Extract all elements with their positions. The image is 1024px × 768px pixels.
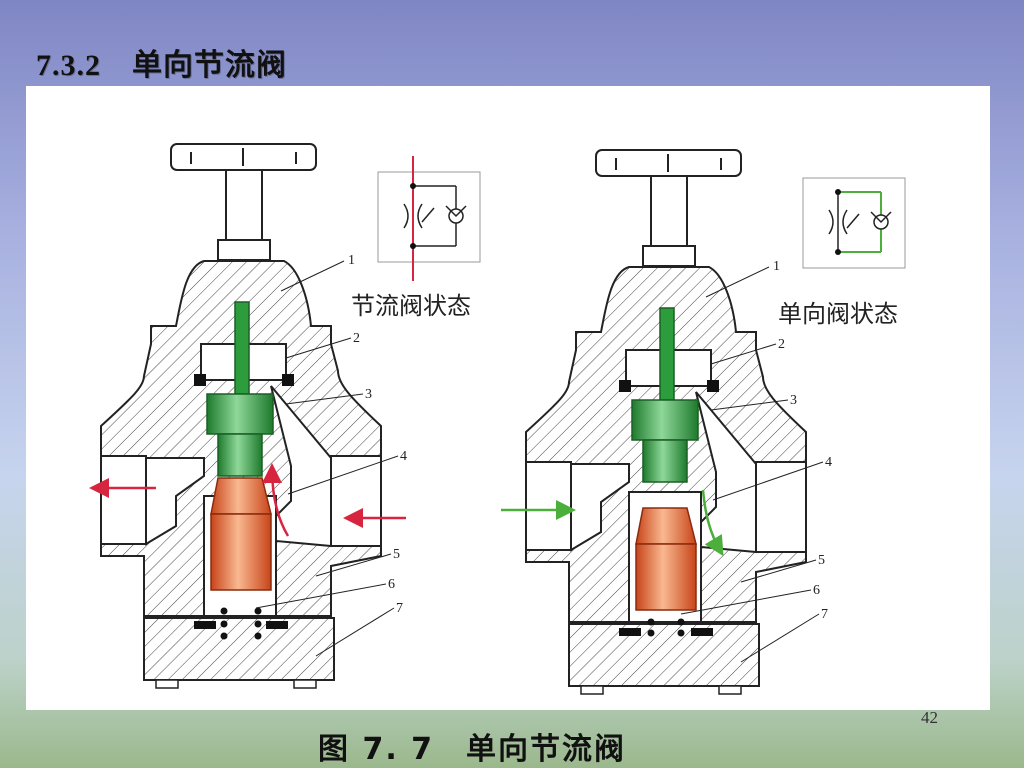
valve-diagram: 1 2 3 4 5 6 7	[89, 143, 906, 695]
part-number: 1	[348, 253, 355, 268]
diagram-panel: 1 2 3 4 5 6 7	[26, 86, 990, 710]
throttle-stem	[234, 301, 250, 395]
check-spool	[635, 507, 697, 545]
part-number: 4	[400, 449, 407, 464]
check-flow-arrow	[701, 489, 724, 557]
spring	[194, 607, 288, 640]
throttle-state-label: 节流阀状态	[351, 292, 471, 320]
spring	[619, 618, 713, 637]
page-number: 42	[921, 708, 938, 727]
check-symbol	[802, 177, 906, 269]
part-number: 3	[790, 393, 797, 408]
part-number: 5	[818, 553, 825, 568]
part-number: 7	[396, 601, 403, 616]
left-valve: 1 2 3 4 5 6 7	[89, 143, 481, 689]
bottom-cap	[568, 623, 760, 687]
throttle-symbol	[377, 156, 481, 281]
part-number: 3	[365, 387, 372, 402]
throttle-stem	[659, 307, 675, 401]
part-number: 5	[393, 547, 400, 562]
spindle	[225, 169, 263, 241]
part-number: 7	[821, 607, 828, 622]
check-spool	[210, 477, 272, 515]
part-number: 4	[825, 455, 832, 470]
figure-caption: 图 7. 7 单向节流阀	[318, 732, 627, 767]
slide-title: 7.3.2 单向节流阀	[36, 49, 287, 82]
right-valve: 1 2 3 4 5 6 7	[501, 149, 906, 695]
part-number: 2	[353, 331, 360, 346]
part-number: 2	[778, 337, 785, 352]
bottom-cap	[143, 617, 335, 681]
part-number: 6	[388, 577, 395, 592]
throttle-flow-arrow	[262, 463, 290, 537]
spindle	[650, 175, 688, 247]
check-state-label: 单向阀状态	[778, 300, 898, 328]
part-number: 1	[773, 259, 780, 274]
part-number: 6	[813, 583, 820, 598]
